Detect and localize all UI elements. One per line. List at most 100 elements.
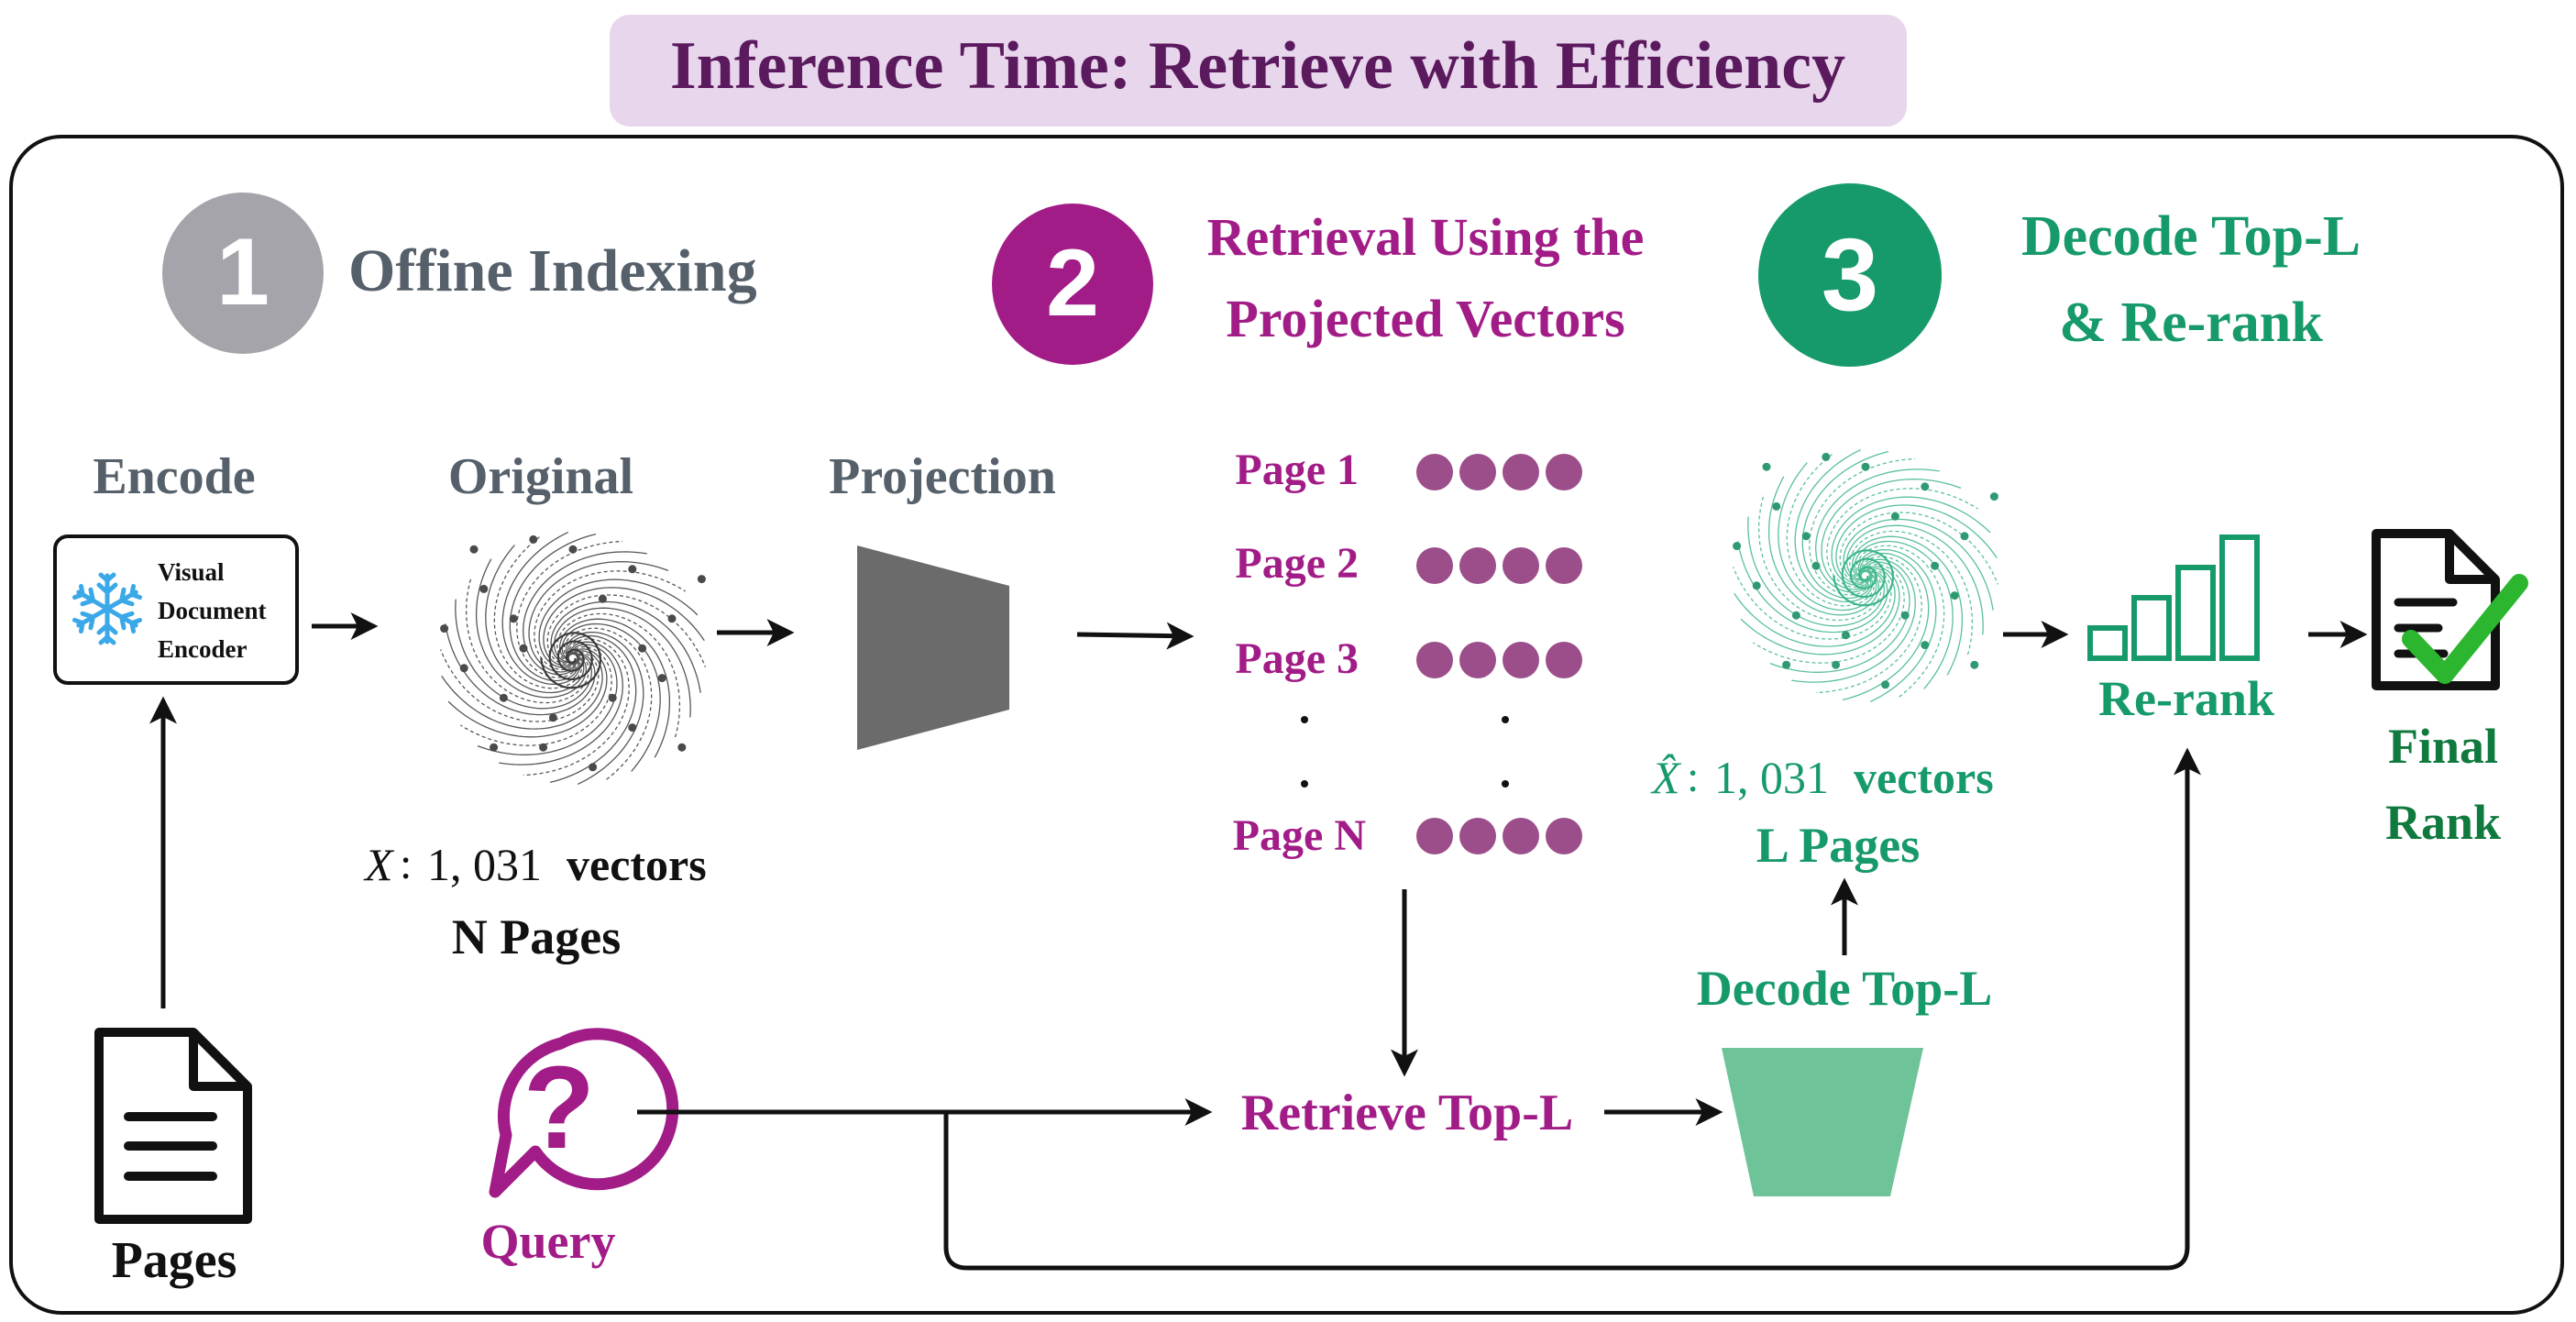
page-vector-dots: [1416, 454, 1582, 854]
encode-heading: Encode: [93, 448, 255, 505]
decoded-vector-spiral: [1732, 449, 1999, 702]
projection-trapezoid: [857, 545, 1009, 750]
spiral-core: [1833, 549, 1895, 607]
original-heading: Original: [448, 448, 633, 505]
spiral-point: [589, 763, 598, 772]
spiral-arm: [1732, 567, 1892, 640]
decode-top-l-label: Decode Top-L: [1697, 961, 1993, 1016]
spiral-point: [469, 545, 479, 554]
stage-3-label-line2: & Re-rank: [2059, 292, 2323, 354]
spiral-core: [540, 632, 602, 689]
page-dot: [1546, 642, 1582, 678]
spiral-arm: [455, 599, 593, 710]
spiral-point: [1841, 631, 1850, 640]
stage-3-number: 3: [1822, 217, 1878, 332]
rerank-bar: [2219, 534, 2260, 661]
spiral-arm: [459, 645, 612, 746]
spiral-arm: [493, 535, 583, 689]
spiral-point: [667, 614, 677, 623]
spiral-point: [459, 664, 468, 673]
spiral-arm: [485, 545, 585, 694]
spiral-arm: [538, 578, 699, 668]
document-icon: [94, 1028, 252, 1224]
page-dot: [1416, 818, 1453, 854]
spiral-arm: [1826, 488, 1979, 589]
encoder-box: [53, 534, 299, 685]
spiral-point: [1811, 561, 1821, 570]
spiral-point: [598, 594, 607, 603]
page-dot: [1416, 642, 1453, 678]
page-label-n: Page N: [1233, 811, 1367, 860]
spiral-point: [539, 743, 548, 752]
spiral-point: [519, 644, 528, 653]
spiral-point: [1762, 462, 1771, 471]
question-mark-glyph: ?: [523, 1042, 595, 1173]
diagram-title: Inference Time: Retrieve with Efficiency: [670, 28, 1845, 104]
final-rank-line2: Rank: [2385, 795, 2501, 850]
spiral-arm: [563, 627, 653, 781]
spiral-point: [1791, 611, 1800, 620]
spiral-arm: [546, 594, 707, 667]
encoder-line3: Encoder: [158, 635, 248, 663]
page-dot: [1503, 818, 1539, 854]
original-vector-count: 1, 031: [427, 839, 542, 890]
spiral-point: [1890, 512, 1899, 521]
pages-input-label: Pages: [112, 1232, 237, 1289]
spiral-arm: [1842, 552, 1930, 701]
page-dot: [1416, 454, 1453, 490]
stage-2-number: 2: [1046, 230, 1099, 336]
spiral-arm: [550, 600, 701, 693]
spiral-point: [1921, 641, 1930, 650]
decoded-vector-count: 1, 031: [1714, 752, 1829, 803]
spiral-arm: [509, 533, 597, 682]
page-dot: [1546, 818, 1582, 854]
page-dot: [1503, 454, 1539, 490]
spiral-arm: [501, 532, 581, 686]
spiral-point: [657, 674, 666, 683]
spiral-arm: [1769, 561, 1910, 673]
title-banner: Inference Time: Retrieve with Efficiency: [610, 15, 1907, 127]
spiral-arm: [499, 641, 623, 766]
spiral-point: [509, 614, 518, 623]
spiral-point: [1931, 561, 1940, 570]
spiral-arm: [475, 558, 587, 699]
page-dot: [1546, 547, 1582, 584]
spiral-point: [1822, 452, 1831, 461]
outer-frame: [9, 135, 2564, 1315]
page-dot: [1459, 818, 1496, 854]
stage-1-circle: [162, 193, 324, 354]
spiral-arm: [1747, 516, 1886, 627]
spiral-arm: [534, 570, 687, 671]
spiral-arm: [1794, 449, 1874, 603]
spiral-arm: [1831, 496, 1991, 586]
original-vector-spiral: [439, 532, 707, 785]
page-dot: [1459, 454, 1496, 490]
original-vectors-label: X : 1, 031 vectors: [363, 839, 707, 890]
decoded-pages-label: L Pages: [1756, 818, 1921, 873]
spiral-point: [628, 565, 637, 574]
stage-2-label-line2: Projected Vectors: [1226, 289, 1624, 348]
spiral-point: [1950, 591, 1959, 600]
spiral-arm: [1778, 462, 1877, 611]
page-dot: [1546, 454, 1582, 490]
spiral-arm: [447, 648, 608, 738]
spiral-arm: [523, 551, 647, 676]
spiral-arm: [441, 650, 603, 730]
decoded-vectors-label: X̂ : 1, 031 vectors: [1650, 752, 1994, 803]
spiral-arm: [1752, 563, 1905, 664]
spiral-point: [1970, 660, 1979, 669]
spiral-point: [1921, 482, 1930, 491]
rerank-label: Re-rank: [2098, 671, 2274, 726]
page-dot: [1459, 642, 1496, 678]
spiral-point: [568, 545, 578, 554]
stage-3-header: 3 Decode Top-L & Re-rank: [1758, 183, 2361, 367]
stage-2-label-line1: Retrieval Using the: [1207, 207, 1645, 267]
spiral-point: [1900, 611, 1910, 620]
query-label: Query: [481, 1214, 616, 1269]
stage-2-circle: [992, 204, 1153, 365]
spiral-arm: [1839, 512, 1999, 585]
visual-document-encoder: Visual Document Encoder: [53, 534, 299, 685]
page-label-2: Page 2: [1235, 539, 1359, 588]
page-dot: [1503, 642, 1539, 678]
spiral-arm: [1835, 504, 1998, 584]
